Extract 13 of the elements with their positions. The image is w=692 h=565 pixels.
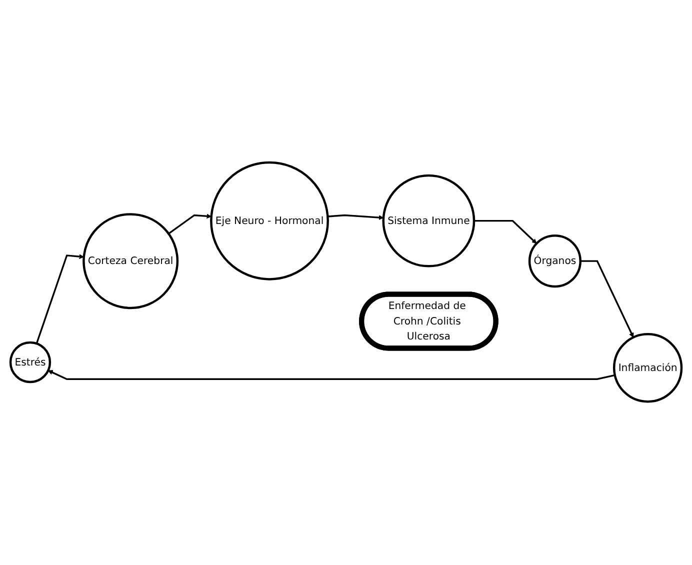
arrow [168, 214, 212, 235]
arrow [48, 370, 616, 380]
node-circle [210, 162, 329, 281]
arrow [474, 220, 537, 244]
node-circle [382, 174, 476, 268]
arrow [328, 214, 384, 220]
arrow [36, 254, 84, 344]
node-circle [9, 342, 52, 384]
node-circle [612, 334, 683, 404]
arrow [580, 260, 634, 338]
diagram: Estrés Inflamación Corteza Cerebral Enfermedad de Crohn /Colitis Ulcerosa Órganos Eje Neuro - Hormonal Sistema Inmune [6, 158, 686, 407]
node-circle [82, 214, 179, 310]
node-circle [528, 235, 582, 288]
